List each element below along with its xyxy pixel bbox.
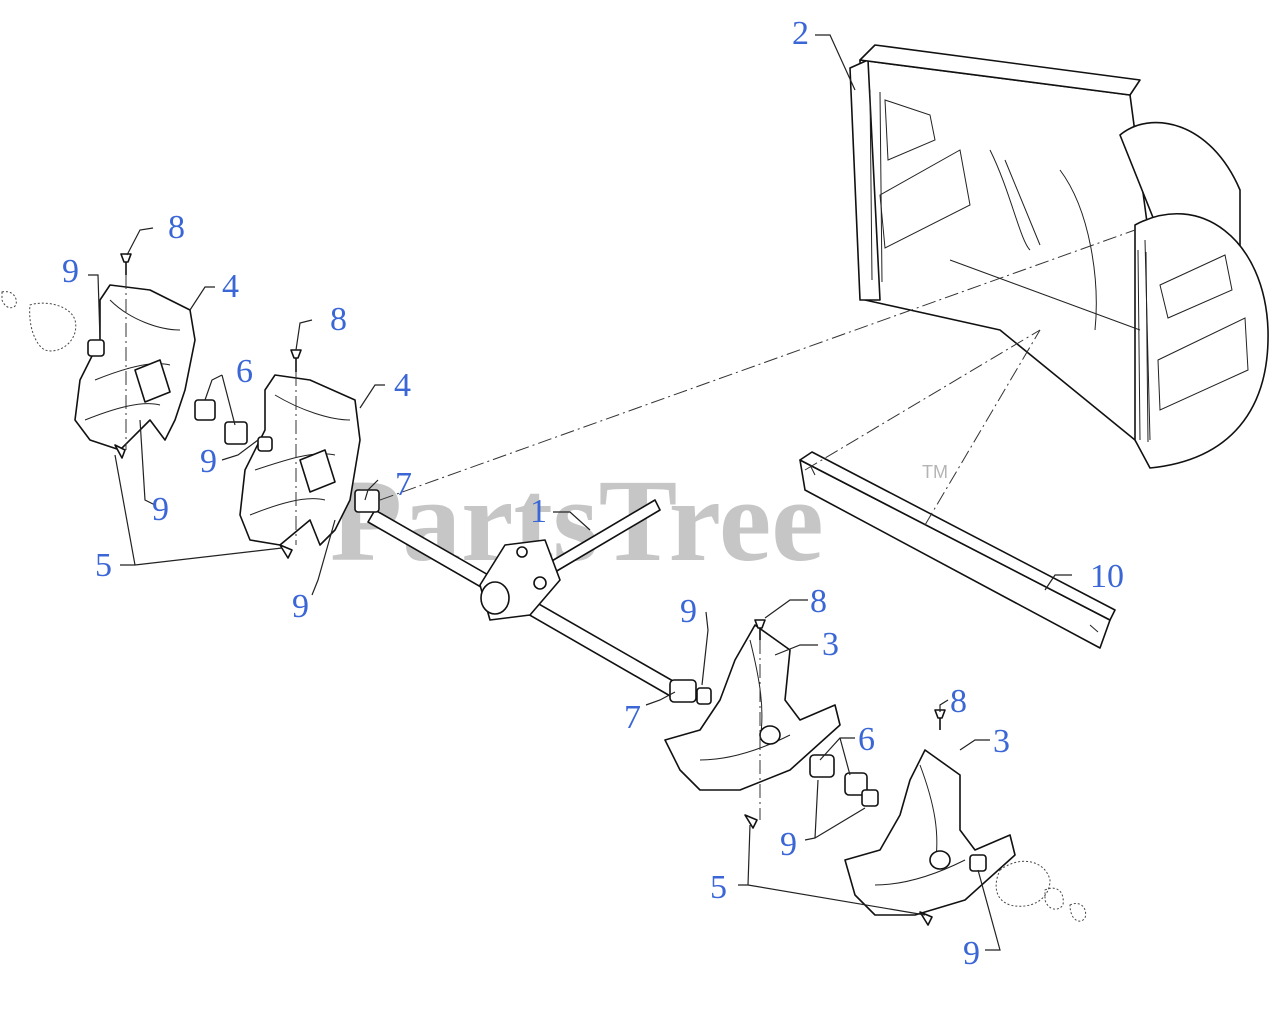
callout-8: 8 bbox=[950, 683, 967, 720]
watermark-brand: PartsTree bbox=[330, 455, 824, 586]
callout-5: 5 bbox=[95, 547, 112, 584]
callout-6: 6 bbox=[858, 721, 875, 758]
left-bushings bbox=[1, 253, 380, 559]
callout-9: 9 bbox=[200, 443, 217, 480]
auger-housing bbox=[849, 44, 1269, 469]
impeller-right-lower bbox=[844, 749, 1016, 916]
support-bar bbox=[799, 451, 1116, 649]
callout-10: 10 bbox=[1090, 558, 1124, 595]
callout-4: 4 bbox=[222, 268, 239, 305]
callout-9: 9 bbox=[62, 253, 79, 290]
callout-9: 9 bbox=[963, 935, 980, 972]
impeller-left-outer bbox=[74, 284, 196, 451]
auger-shaft-gearbox bbox=[367, 499, 681, 698]
callout-9: 9 bbox=[680, 593, 697, 630]
callout-3: 3 bbox=[993, 723, 1010, 760]
callout-9: 9 bbox=[152, 491, 169, 528]
callout-4: 4 bbox=[394, 367, 411, 404]
impeller-right-upper bbox=[664, 624, 841, 791]
callout-3: 3 bbox=[822, 626, 839, 663]
watermark-trademark: TM bbox=[922, 462, 948, 482]
callout-5: 5 bbox=[710, 869, 727, 906]
callout-9: 9 bbox=[780, 826, 797, 863]
callout-8: 8 bbox=[168, 209, 185, 246]
centerline-bar-left bbox=[804, 329, 1041, 471]
callout-labels: 2 8 9 4 8 6 4 9 7 9 1 5 10 9 8 9 3 7 8 6… bbox=[62, 15, 1124, 972]
centerline-bar-right bbox=[924, 329, 1041, 526]
callout-7: 7 bbox=[624, 699, 641, 736]
callout-8: 8 bbox=[330, 301, 347, 338]
centerline-shaft bbox=[379, 229, 1136, 501]
callout-2: 2 bbox=[792, 15, 809, 52]
impeller-left-inner bbox=[239, 374, 361, 546]
callout-1: 1 bbox=[530, 493, 547, 530]
callout-9: 9 bbox=[292, 588, 309, 625]
callout-6: 6 bbox=[236, 353, 253, 390]
right-bushings bbox=[669, 619, 1087, 926]
callout-8: 8 bbox=[810, 583, 827, 620]
leader-lines bbox=[88, 34, 1072, 951]
callout-7: 7 bbox=[395, 466, 412, 503]
